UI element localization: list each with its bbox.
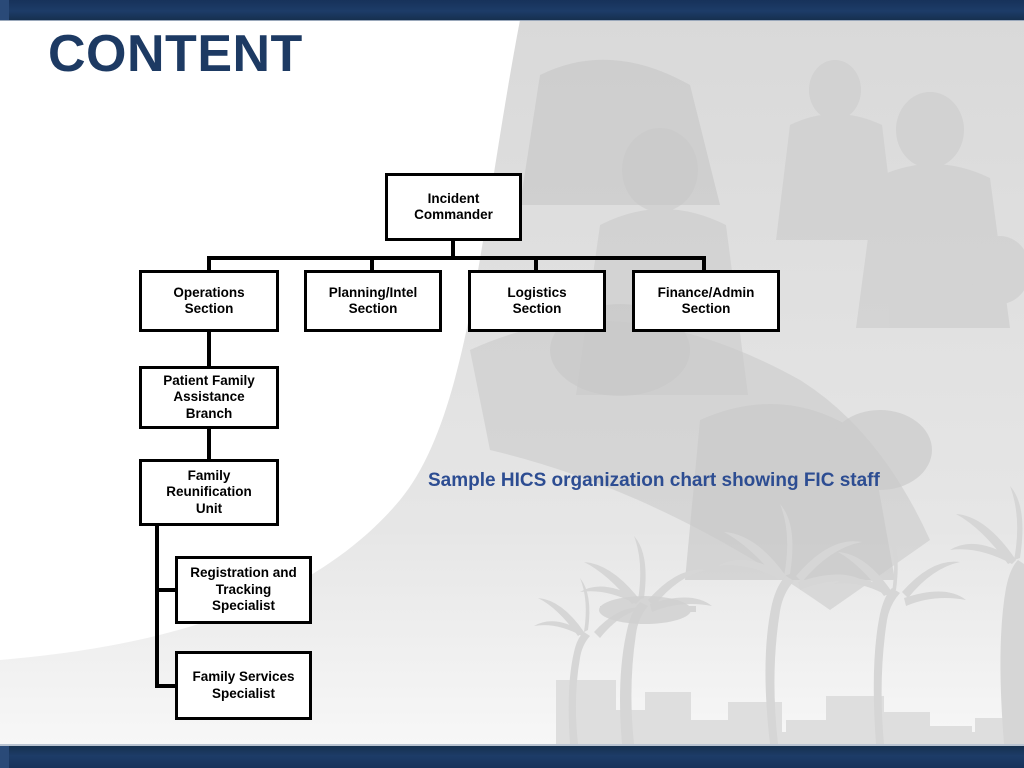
connector-branch-to-unit: [207, 428, 211, 459]
node-label: Family Services Specialist: [192, 669, 295, 701]
node-label: Patient Family Assistance Branch: [163, 372, 255, 421]
node-label: Finance/Admin Section: [657, 284, 755, 316]
node-label: Family Reunification Unit: [166, 467, 252, 516]
connector-drop-logistics: [534, 256, 538, 271]
slide-top-bar: [0, 0, 1024, 20]
node-patient-family-assistance-branch[interactable]: Patient Family Assistance Branch: [139, 366, 279, 429]
node-label: Incident Commander: [414, 190, 493, 222]
connector-ic-bus: [207, 256, 706, 260]
connector-operations-to-branch: [207, 331, 211, 367]
node-family-services-specialist[interactable]: Family Services Specialist: [175, 651, 312, 720]
node-label: Planning/Intel Section: [328, 284, 418, 316]
connector-drop-operations: [207, 256, 211, 271]
connector-drop-planning: [370, 256, 374, 271]
chart-caption: Sample HICS organization chart showing F…: [428, 470, 880, 491]
node-label: Operations Section: [173, 284, 245, 316]
node-finance-admin-section[interactable]: Finance/Admin Section: [632, 270, 780, 332]
node-label: Registration and Tracking Specialist: [190, 565, 297, 614]
node-incident-commander[interactable]: Incident Commander: [385, 173, 522, 241]
connector-unit-trunk: [155, 525, 159, 688]
connector-drop-finance: [702, 256, 706, 271]
node-planning-intel-section[interactable]: Planning/Intel Section: [304, 270, 442, 332]
node-family-reunification-unit[interactable]: Family Reunification Unit: [139, 459, 279, 526]
node-label: Logistics Section: [507, 284, 567, 316]
node-registration-tracking-specialist[interactable]: Registration and Tracking Specialist: [175, 556, 312, 624]
node-operations-section[interactable]: Operations Section: [139, 270, 279, 332]
page-title: CONTENT: [48, 25, 303, 83]
slide-bottom-bar: [0, 744, 1024, 768]
node-logistics-section[interactable]: Logistics Section: [468, 270, 606, 332]
